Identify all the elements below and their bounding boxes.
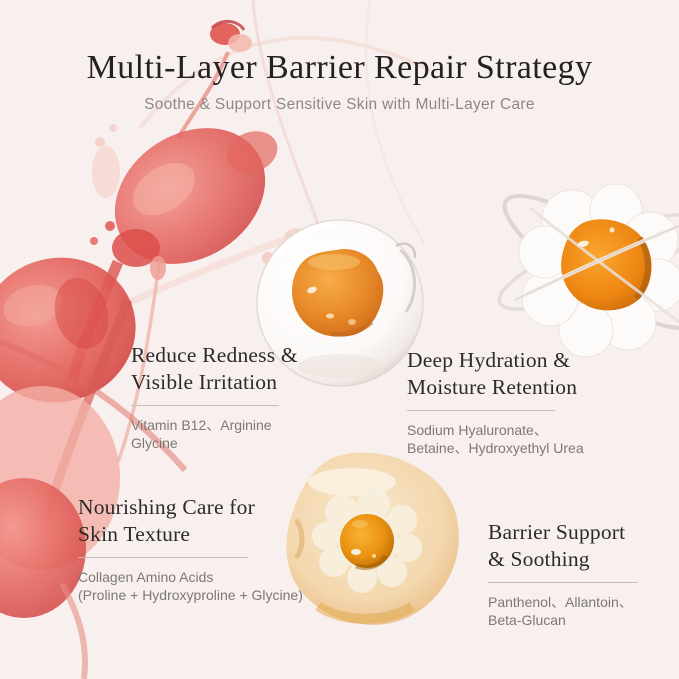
benefit-heading-line: Moisture Retention (407, 374, 578, 399)
ingredient-line: (Proline + Hydroxyproline + Glycine) (78, 587, 303, 604)
divider-rule (78, 556, 248, 558)
benefit-ingredients: Collagen Amino Acids (Proline + Hydroxyp… (78, 568, 303, 605)
benefit-ingredients: Panthenol、Allantoin、 Beta-Glucan (488, 593, 638, 630)
header: Multi-Layer Barrier Repair Strategy Soot… (0, 48, 679, 114)
page-title: Multi-Layer Barrier Repair Strategy (86, 49, 593, 86)
benefit-block-reduce-redness: Reduce Redness & Visible Irritation Vita… (131, 342, 298, 453)
page-subtitle: Soothe & Support Sensitive Skin with Mul… (144, 96, 535, 114)
benefit-block-nourishing-care: Nourishing Care for Skin Texture Collage… (78, 494, 303, 605)
divider-rule (131, 404, 279, 406)
clear-droplet-orange-serum-illustration (256, 219, 424, 387)
golden-gel-drop-illustration (286, 452, 459, 625)
ingredient-line: Betaine、Hydroxyethyl Urea (407, 440, 584, 457)
divider-rule (488, 581, 638, 583)
benefit-heading-line: Barrier Support (488, 520, 626, 544)
benefit-heading: Barrier Support & Soothing (488, 519, 638, 573)
ingredient-line: Collagen Amino Acids (78, 568, 214, 585)
benefit-heading: Nourishing Care for Skin Texture (78, 494, 303, 548)
benefit-block-barrier-support: Barrier Support & Soothing Panthenol、All… (488, 519, 638, 630)
benefit-block-deep-hydration: Deep Hydration & Moisture Retention Sodi… (407, 347, 584, 458)
benefit-heading: Deep Hydration & Moisture Retention (407, 347, 584, 401)
benefit-heading-line: Nourishing Care for (78, 495, 255, 519)
ingredient-line: Vitamin B12、Arginine (131, 416, 272, 433)
divider-rule (407, 409, 555, 411)
benefit-heading-line: Visible Irritation (131, 369, 278, 394)
red-serum-splash-illustration (0, 0, 431, 679)
benefit-heading-line: Skin Texture (78, 521, 191, 546)
ingredient-line: Sodium Hyaluronate、 (407, 421, 548, 438)
ingredient-line: Glycine (131, 435, 178, 452)
benefit-ingredients: Vitamin B12、Arginine Glycine (131, 416, 298, 453)
foam-bubble-atom-illustration (497, 183, 679, 358)
benefit-heading: Reduce Redness & Visible Irritation (131, 342, 298, 396)
benefit-ingredients: Sodium Hyaluronate、 Betaine、Hydroxyethyl… (407, 421, 584, 458)
benefit-heading-line: & Soothing (488, 546, 590, 571)
ingredient-line: Beta-Glucan (488, 612, 566, 629)
benefit-heading-line: Reduce Redness & (131, 343, 298, 367)
benefit-heading-line: Deep Hydration & (407, 348, 571, 372)
ingredient-line: Panthenol、Allantoin、 (488, 593, 633, 610)
